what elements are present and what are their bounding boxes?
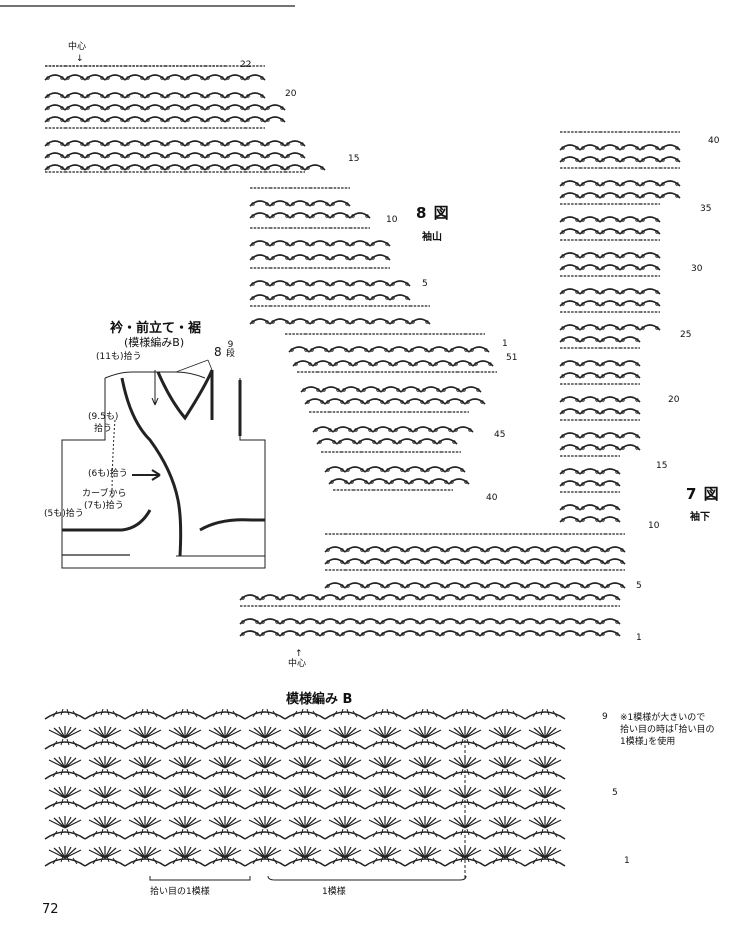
patternB-bottom-left: 拾い目の1模様: [150, 887, 210, 897]
patternB-row-9: 9: [602, 712, 608, 722]
fig8-row-1: 1: [502, 339, 508, 349]
patternB-title: 模様編み B: [286, 692, 353, 707]
label-curve-a: カーブから: [82, 489, 127, 499]
fig7-row-5: 5: [636, 581, 642, 591]
fig7-row-15: 15: [656, 461, 668, 471]
fig7-row-20: 20: [668, 395, 680, 405]
fig7-title: 7 図: [686, 485, 720, 503]
center-arrow: ↓: [76, 54, 84, 64]
fig7-row-40: 40: [708, 136, 720, 146]
note-line-2: 拾い目の時は｢拾い目の: [620, 725, 715, 735]
rows-note-frac: 9: [227, 340, 234, 350]
note-line-3: 1模様｣を使用: [620, 737, 676, 747]
note-line-1: ※1模様が大きいので: [620, 713, 706, 723]
fig8-row-20: 20: [285, 89, 297, 99]
collar-subtitle: (模様編みB): [124, 336, 185, 349]
fig8-row-5: 5: [422, 279, 428, 289]
fig7-center-arrow: ↑: [295, 649, 303, 659]
fig8-subtitle: 袖山: [422, 232, 442, 243]
fig8-row-22: 22: [240, 60, 252, 70]
rows-note-unit: 段: [226, 349, 236, 359]
patternB-row-1: 1: [624, 856, 630, 866]
bracket-pickup-repeat: [149, 876, 251, 881]
fig8-row-51: 51: [506, 353, 518, 363]
label-pickup-11: (11も)拾う: [96, 352, 142, 362]
fig7-row-35: 35: [700, 204, 712, 214]
fig7-center-label: 中心: [288, 659, 307, 669]
rows-note: 9 段: [226, 341, 235, 359]
fig8-row-10: 10: [386, 215, 398, 225]
fig8-title: 8 図: [416, 204, 450, 222]
rows-note-num: 8: [214, 345, 222, 359]
fig7-row-1: 1: [636, 633, 642, 643]
fig7-row-10: 10: [648, 521, 660, 531]
fig8-row-40: 40: [486, 493, 498, 503]
patternB-bottom-right: 1模様: [322, 887, 346, 897]
fig8-row-45: 45: [494, 430, 506, 440]
fig7-subtitle: 袖下: [690, 512, 710, 523]
collar-title: 衿・前立て・裾: [110, 321, 202, 336]
page-number: 72: [42, 902, 59, 917]
label-curve-b: (7も)拾う: [84, 501, 124, 511]
fig8-center-label: 中心: [68, 42, 87, 52]
patternB-note: ※1模様が大きいので 拾い目の時は｢拾い目の 1模様｣を使用: [620, 712, 715, 748]
fig8-row-15: 15: [348, 154, 360, 164]
label-pickup-5: (5も)拾う: [44, 509, 84, 519]
label-pickup-95b: 拾う: [94, 424, 113, 434]
patternB-row-5: 5: [612, 788, 618, 798]
fig7-row-30: 30: [691, 264, 703, 274]
fig7-row-25: 25: [680, 330, 692, 340]
label-pickup-95a: (9.5も): [88, 412, 119, 422]
label-pickup-6: (6も)拾う: [88, 469, 128, 479]
bracket-repeat: [267, 875, 467, 881]
